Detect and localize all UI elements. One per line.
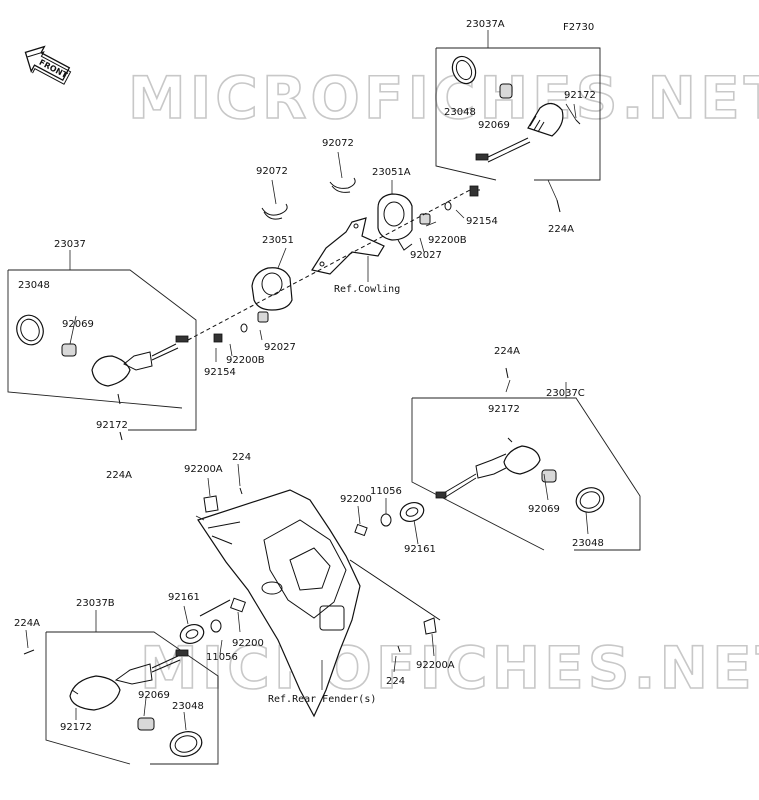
grommet-92161-right (354, 501, 425, 537)
bracket-23051A (377, 180, 480, 251)
label-92200-bottom: 92200 (232, 638, 264, 649)
bracket-23051 (213, 247, 293, 343)
label-224A-middle-right: 224A (494, 346, 520, 357)
rear-fender (195, 489, 441, 718)
ref-cowling: Ref.Cowling (334, 284, 400, 295)
label-11056-top: 11056 (370, 486, 402, 497)
label-92200A-top: 92200A (184, 464, 223, 475)
label-92154-left: 92154 (204, 367, 236, 378)
figure-code: F2730 (563, 22, 594, 33)
label-92069-lower-left: 92069 (138, 690, 170, 701)
label-23048-lower-left: 23048 (172, 701, 204, 712)
label-92172-lower-left: 92172 (60, 722, 92, 733)
label-92200B-right: 92200B (428, 235, 467, 246)
label-92154-right: 92154 (466, 216, 498, 227)
label-23037: 23037 (54, 239, 86, 250)
label-92200B-left: 92200B (226, 355, 265, 366)
label-23051: 23051 (262, 235, 294, 246)
watermark-bottom: MICROFICHES.NET (140, 634, 759, 702)
clamp-92072-right (329, 151, 356, 193)
label-23037B: 23037B (76, 598, 115, 609)
label-92069-upper-left: 92069 (62, 319, 94, 330)
label-92172-upper-left: 92172 (96, 420, 128, 431)
label-92027-right: 92027 (410, 250, 442, 261)
front-arrow-icon: FRONT (24, 45, 72, 85)
label-92027-left: 92027 (264, 342, 296, 353)
label-92200-top: 92200 (340, 494, 372, 505)
label-23048-middle-right: 23048 (572, 538, 604, 549)
cowling-bracket (311, 217, 385, 282)
label-224A-lower-left: 224A (14, 618, 40, 629)
clip-92200A-top (203, 487, 243, 513)
label-11056-bottom: 11056 (206, 652, 238, 663)
label-224A-upper-left: 224A (106, 470, 132, 481)
label-224-bottom: 224 (386, 676, 405, 687)
plate-92200-bottom (230, 597, 246, 613)
leader-lines (25, 103, 589, 731)
label-92072-left: 92072 (256, 166, 288, 177)
clamp-92072-left (261, 179, 288, 220)
assembly-23037 (7, 250, 197, 441)
label-23048-upper-left: 23048 (18, 280, 50, 291)
label-92161-right: 92161 (404, 544, 436, 555)
label-224A-upper-right: 224A (548, 224, 574, 235)
label-92200A-bottom: 92200A (416, 660, 455, 671)
label-92069-middle-right: 92069 (528, 504, 560, 515)
assembly-23037A (435, 30, 601, 213)
clip-92200A-bottom (397, 617, 437, 653)
watermark-top: MICROFICHES.NET (128, 64, 759, 132)
label-92072-right: 92072 (322, 138, 354, 149)
label-92161-left: 92161 (168, 592, 200, 603)
grommet-92161-left (179, 619, 222, 645)
label-92172-middle-right: 92172 (488, 404, 520, 415)
label-92172-upper-right: 92172 (564, 90, 596, 101)
assembly-23037B (23, 610, 219, 765)
assembly-23037C (411, 367, 641, 551)
label-23037C: 23037C (546, 388, 585, 399)
label-224-top: 224 (232, 452, 251, 463)
ref-rear-fender: Ref.Rear Fender(s) (268, 694, 376, 705)
label-23048-upper-right: 23048 (444, 107, 476, 118)
label-23037A: 23037A (466, 19, 505, 30)
label-92069-upper-right: 92069 (478, 120, 510, 131)
label-23051A: 23051A (372, 167, 411, 178)
